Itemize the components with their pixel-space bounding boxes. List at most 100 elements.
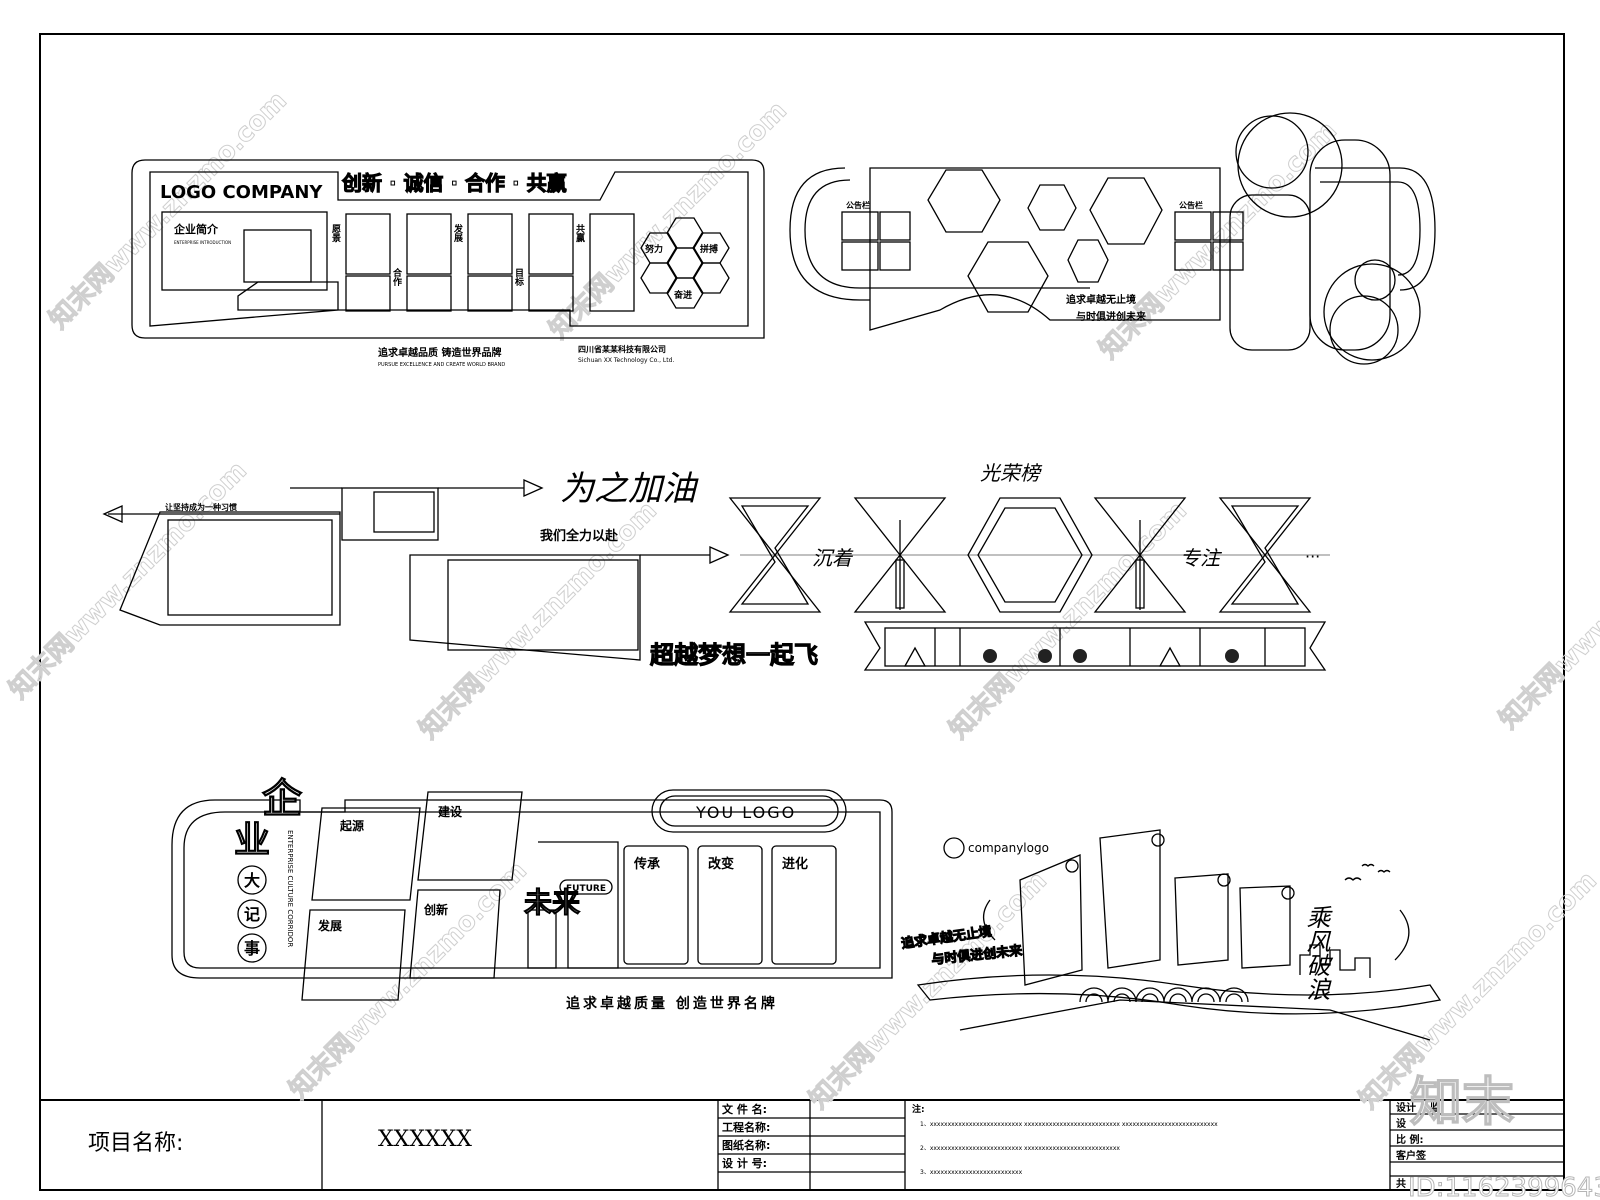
big-char-2: 业: [234, 820, 270, 861]
tag3-photo-b: [467, 275, 513, 312]
timeline-box-3: [301, 909, 406, 1001]
timeline-label-3: 发展: [317, 918, 342, 933]
panel5-board-1: [1019, 854, 1083, 986]
panel2-script-1: 追求卓越无止境: [1066, 293, 1136, 306]
project-name-label: 项目名称:: [88, 1131, 183, 1156]
notes-label: 注:: [912, 1103, 925, 1115]
you-logo-text: YOU LOGO: [695, 803, 796, 822]
drawing-border: [39, 33, 1565, 1191]
board-left: 公告栏: [841, 200, 911, 271]
intro-subtitle: ENTERPRISE INTRODUCTION: [174, 240, 231, 245]
tb-row-4: 客户签: [1395, 1149, 1427, 1162]
panel2-main-shape: [869, 167, 1221, 331]
future-block: [527, 909, 557, 969]
medal-icon-1: [983, 649, 997, 663]
panel3-bottom-dividers: [903, 628, 1266, 667]
hex-label-3: 奋进: [673, 289, 692, 301]
future-bracket: [538, 841, 619, 969]
timeline-label-1: 起源: [339, 818, 364, 833]
tb-row-3: 比 例:: [1396, 1133, 1423, 1146]
hex-e: [1067, 239, 1109, 283]
panel2-mid-pill: [1229, 194, 1311, 351]
watermark-text-1: 知末网www.znzmo.com: [44, 86, 293, 335]
hex-label-2: 拼搏: [700, 243, 718, 255]
timeline-box-2: [417, 791, 523, 881]
panel5-calligraphy: 乘风破浪: [1302, 905, 1330, 1001]
panel4-inner-outline: [183, 811, 881, 969]
logo-company-text: LOGO COMPANY: [160, 182, 323, 203]
panel3-calligraphy-1: 为之加油: [560, 469, 699, 509]
panel2-hexagons: [927, 169, 1163, 313]
panel1-outline: [131, 159, 765, 339]
medal-icon-3: [1073, 649, 1087, 663]
column-box-1: [623, 845, 689, 965]
project-name-value: XXXXXX: [378, 1127, 472, 1152]
panel5-board-2: [1099, 829, 1161, 969]
hex-d: [1089, 177, 1163, 245]
you-logo-pill-inner: [659, 795, 839, 827]
hex-center: [666, 247, 704, 279]
hex-lower-right: [692, 262, 730, 294]
decor-medallion-top: [1235, 115, 1309, 189]
note-1: 1、xxxxxxxxxxxxxxxxxxxxxxxxxx xxxxxxxxxxx…: [920, 1121, 1218, 1128]
wave-pattern: [1079, 987, 1249, 1003]
panel2-right-curve-inner: [1320, 181, 1421, 276]
intro-frame: [161, 211, 328, 291]
you-logo-pill: [651, 789, 847, 833]
timeline-label-4: 创新: [423, 902, 448, 917]
circle-char-2: 记: [244, 905, 260, 924]
column-label-2: 改变: [708, 856, 734, 872]
timeline-box-1: [311, 807, 421, 901]
medal-icon-2: [1038, 649, 1052, 663]
splash-right: [1394, 909, 1410, 961]
panel4-footer: 追求卓越质量 创造世界名牌: [566, 995, 778, 1012]
tag4-label: 目标: [513, 268, 525, 287]
hex-b: [967, 241, 1049, 313]
future-tag: [559, 879, 613, 895]
hourglass-1: [728, 497, 822, 613]
panel3-bottom-title: 超越梦想一起飞: [650, 641, 818, 669]
panel3-word-2: 专注: [1180, 546, 1223, 570]
watermark-text-9: 知末网www.znzmo.com: [804, 866, 1053, 1115]
panel2-small-circle: [1354, 259, 1396, 301]
panel2-right-pill: [1309, 139, 1391, 351]
medal-icon-4: [1225, 649, 1239, 663]
watermark-text-4: 知末网www.znzmo.com: [4, 456, 253, 705]
tag1-label: 愿景: [330, 224, 341, 243]
board-right: 公告栏: [1174, 200, 1244, 271]
intro-photo-frame: [243, 229, 312, 283]
panel1-slogan: 创新 · 诚信 · 合作 · 共赢: [341, 171, 567, 195]
file-name-label: 文 件 名:: [722, 1102, 767, 1116]
watermark-text-6: 知末网www.znzmo.com: [944, 496, 1193, 745]
watermark-layer: 知末网www.znzmo.com 知末网www.znzmo.com 知末网www…: [3, 85, 1600, 1115]
hourglass-4-inner: [1230, 505, 1300, 605]
panel-culture-wall-2: 公告栏 公告栏 追求卓越无止境 与时俱进创未来: [789, 112, 1436, 365]
tag2-photo-b: [406, 275, 452, 312]
circle-char-2-ring: [237, 899, 267, 929]
panel4-outline: [171, 799, 893, 979]
panel5-board-4: [1239, 885, 1291, 969]
decor-medallion-bottom: [1329, 295, 1399, 365]
watermark-text-7: 知末网www.znzmo.com: [1494, 486, 1600, 735]
future-cn-text: 未来: [524, 886, 580, 919]
design-no-label: 设 计 号:: [722, 1156, 767, 1170]
panel3-mid-frame: [447, 559, 639, 651]
companylogo-text: companylogo: [968, 841, 1049, 855]
note-3: 3、xxxxxxxxxxxxxxxxxxxxxxxxxx: [920, 1169, 1023, 1176]
companylogo-icon: [943, 837, 965, 859]
panel3-center-hexagon: [967, 497, 1093, 613]
board-left-title: 公告栏: [846, 200, 870, 210]
note-2: 2、xxxxxxxxxxxxxxxxxxxxxxxxxx xxxxxxxxxxx…: [920, 1145, 1120, 1152]
panel-culture-wall-3: 让坚持成为一种习惯 为之加油 我们全力以赴 光荣榜 沉着 专注: [102, 461, 1330, 671]
panel1-footer-cn: 追求卓越品质 铸造世界品牌: [378, 346, 501, 359]
circle-char-3-ring: [237, 933, 267, 963]
panel3-subtitle: 我们全力以赴: [540, 528, 619, 544]
panel3-top-box: [341, 487, 439, 541]
intro-title: 企业简介: [173, 222, 219, 236]
hex-label-1: 努力: [645, 243, 663, 255]
panel3-word-1: 沉着: [812, 546, 854, 570]
brand-watermark: 知末: [1410, 1073, 1514, 1133]
panel3-arrow-text: 让坚持成为一种习惯: [165, 502, 237, 512]
column-label-3: 进化: [782, 856, 808, 872]
